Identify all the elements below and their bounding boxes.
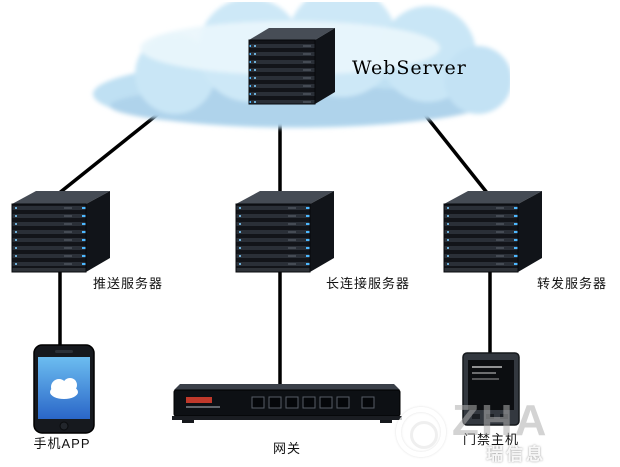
watermark-cjk-text: 瑞信息 [486,445,546,464]
push-server-label: 推送服务器 [92,276,164,291]
push-server-node [4,188,116,274]
mobile-app-node [33,344,95,434]
access-host-node [462,352,520,426]
watermark-ring-icon [396,407,446,457]
web-server-icon [248,28,335,105]
gateway-router-icon [172,384,402,423]
watermark-letters: ZHA [452,396,549,445]
forward-server-label: 转发服务器 [536,276,608,291]
access-control-icon [462,352,520,426]
button-row [472,414,508,419]
long-connection-server-label: 长连接服务器 [325,276,411,291]
edge-cloud-to-push-server [56,104,170,196]
cloud-glyph [50,378,78,399]
mobile-app-label: 手机APP [33,436,91,451]
forward-server-icon [443,191,542,273]
web-server-label: WebServer [352,57,467,79]
long-connection-server-node [228,188,340,274]
smartphone-icon [33,344,95,434]
long-connection-server-icon [235,191,334,273]
gateway-label: 网关 [272,441,302,456]
forward-server-node [436,188,548,274]
push-server-icon [11,191,110,273]
access-host-label: 门禁主机 [462,432,520,447]
web-server-node [243,26,338,106]
gateway-node [172,382,402,424]
edge-cloud-to-forward-server [416,104,490,196]
ethernet-ports [251,396,375,409]
brand-mark [186,397,212,403]
